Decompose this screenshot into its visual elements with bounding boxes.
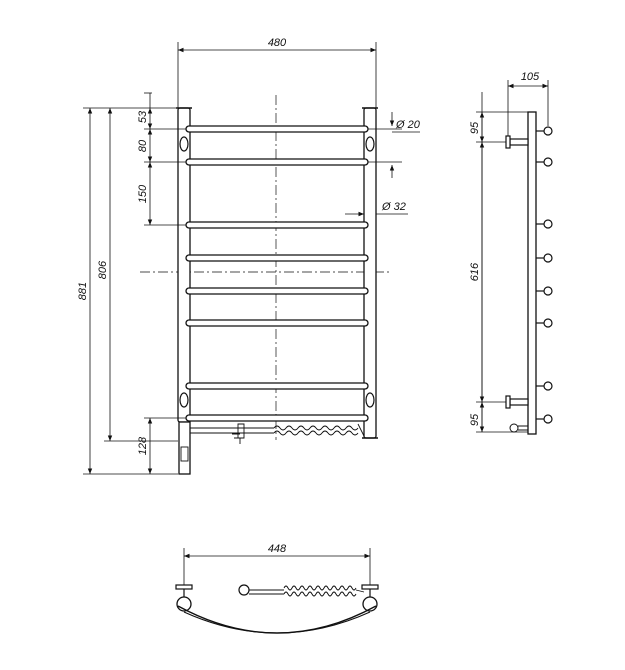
rung <box>185 221 369 229</box>
height-dimensions <box>83 92 186 475</box>
rung-diameter-leader <box>368 112 420 178</box>
side-cable-plug <box>509 423 528 433</box>
rung-diameter-label: Ø 20 <box>395 119 421 131</box>
pipe-diameter-label: Ø 32 <box>381 201 406 213</box>
rung <box>185 414 369 422</box>
mount-spacing-label: 616 <box>469 262 481 281</box>
rung-gap-1-label: 80 <box>137 139 149 152</box>
top-cable <box>238 584 365 597</box>
side-dimensions <box>476 80 549 433</box>
pipe-spacing-label: 806 <box>97 260 109 279</box>
top-curved-rung <box>177 605 377 634</box>
wall-mounts <box>179 136 375 408</box>
rungs <box>185 125 369 422</box>
left-vertical-pipe <box>177 107 191 423</box>
rung <box>185 158 369 166</box>
rung-gap-2-label: 150 <box>137 184 149 203</box>
top-mount-label: 95 <box>469 121 481 134</box>
heating-element <box>178 421 365 475</box>
side-view <box>476 80 553 435</box>
rung <box>185 287 369 295</box>
total-height-label: 881 <box>77 282 89 300</box>
rung <box>185 125 369 133</box>
front-view <box>83 42 420 475</box>
side-wall-brackets <box>505 135 529 409</box>
width-dimension <box>177 42 377 108</box>
bottom-offset-label: 128 <box>137 436 149 455</box>
top-view <box>175 548 379 634</box>
side-rung-ends <box>536 126 553 424</box>
bottom-mount-label: 95 <box>469 413 481 426</box>
rung <box>185 319 369 327</box>
top-offset-label: 53 <box>137 110 149 123</box>
rung <box>185 254 369 262</box>
top-width-label: 448 <box>268 543 287 555</box>
rung <box>185 382 369 390</box>
side-pipe <box>527 111 537 435</box>
width-label: 480 <box>268 37 287 49</box>
depth-label: 105 <box>521 71 540 83</box>
